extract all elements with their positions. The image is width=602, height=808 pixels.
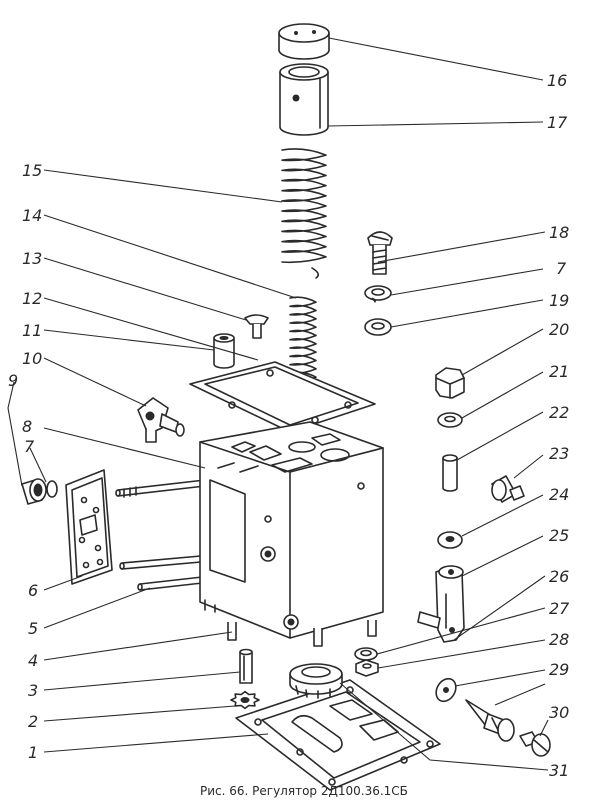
part-29-needle: [465, 699, 515, 742]
leader-lines: [7, 37, 549, 771]
part-22-pin: [442, 454, 458, 492]
part-8-main-body: [199, 421, 384, 639]
callout-21: 21: [549, 362, 569, 381]
part-24-ring: [437, 531, 463, 549]
part-26-nut: [354, 647, 378, 661]
callout-30: 30: [549, 703, 569, 722]
callout-29: 29: [549, 660, 569, 679]
callout-15: 15: [22, 161, 42, 180]
callout-31: 31: [549, 761, 569, 780]
callout-labels: 16 17 15 14 18 13 7 12 19 11 20 10 21 9 …: [8, 71, 570, 780]
callout-6: 6: [28, 581, 38, 600]
callout-12: 12: [22, 289, 42, 308]
part-12-gasket: [189, 361, 376, 433]
callout-13: 13: [22, 249, 42, 268]
callout-28: 28: [549, 630, 569, 649]
part-23-adjuster: [491, 475, 525, 503]
callout-20: 20: [549, 320, 569, 339]
part-18-screw: [367, 231, 393, 275]
part-11-bushing: [213, 333, 235, 369]
part-1-gasket: [235, 679, 441, 791]
callout-23: 23: [549, 444, 569, 463]
part-28-disc: [435, 677, 457, 703]
part-4-pins: [227, 620, 377, 647]
part-3-shaft: [239, 648, 253, 684]
part-2-gear: [230, 690, 260, 710]
part-27-washer: [355, 659, 379, 677]
callout-27: 27: [549, 599, 570, 618]
callout-3: 3: [28, 681, 38, 700]
part-7-spring-washer: [364, 285, 392, 303]
part-17-sleeve: [279, 63, 329, 136]
part-16-cap: [278, 23, 330, 60]
callout-16: 16: [547, 71, 567, 90]
callout-1: 1: [28, 743, 38, 762]
callout-5: 5: [28, 619, 38, 638]
part-31-cam-disc: [289, 663, 343, 699]
part-6-side-plate: [65, 469, 113, 585]
callout-14: 14: [22, 206, 42, 225]
part-15-large-spring: [281, 148, 327, 279]
figure-caption: Рис. 66. Регулятор 2Д100.36.1СБ: [200, 784, 408, 798]
part-9-bushing: [21, 478, 47, 505]
part-10-fitting: [137, 397, 185, 443]
part-7-ring: [46, 480, 58, 498]
callout-4: 4: [28, 651, 38, 670]
callout-25: 25: [549, 526, 569, 545]
callout-17: 17: [547, 113, 568, 132]
callout-24: 24: [549, 485, 569, 504]
callout-9: 9: [8, 371, 18, 390]
callout-11: 11: [22, 321, 42, 340]
part-30-plug: [519, 731, 551, 757]
callout-8: 8: [22, 417, 32, 436]
callout-22: 22: [549, 403, 569, 422]
callout-2: 2: [28, 712, 38, 731]
part-21-washer: [437, 412, 463, 428]
callout-7-upper: 7: [556, 259, 567, 278]
callout-19: 19: [549, 291, 569, 310]
callout-10: 10: [22, 349, 42, 368]
callout-18: 18: [549, 223, 569, 242]
part-13-screw: [244, 314, 269, 339]
callout-26: 26: [549, 567, 569, 586]
callout-7-lower: 7: [24, 437, 35, 456]
part-20-nut: [435, 367, 465, 399]
part-19-washer: [364, 318, 392, 336]
part-25-lever: [417, 565, 465, 643]
